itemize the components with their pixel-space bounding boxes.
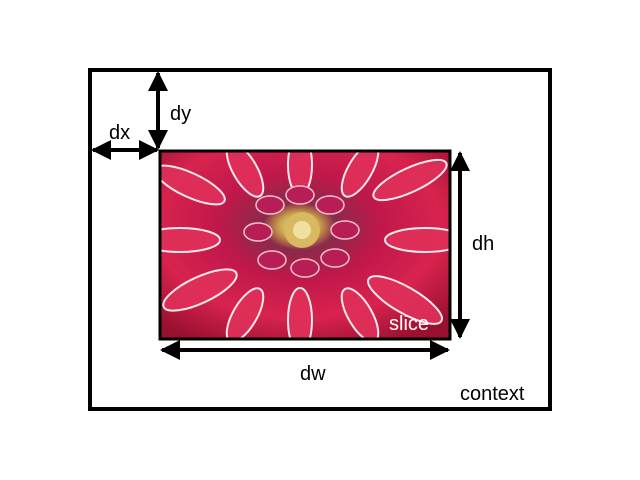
- context-frame: [88, 68, 552, 411]
- dx-label: dx: [109, 122, 130, 144]
- dh-label: dh: [472, 233, 494, 255]
- context-label: context: [460, 383, 525, 405]
- slice-image: [160, 151, 450, 339]
- dw-label: dw: [300, 363, 326, 385]
- slice-label: slice: [389, 313, 429, 335]
- dy-label: dy: [170, 103, 191, 125]
